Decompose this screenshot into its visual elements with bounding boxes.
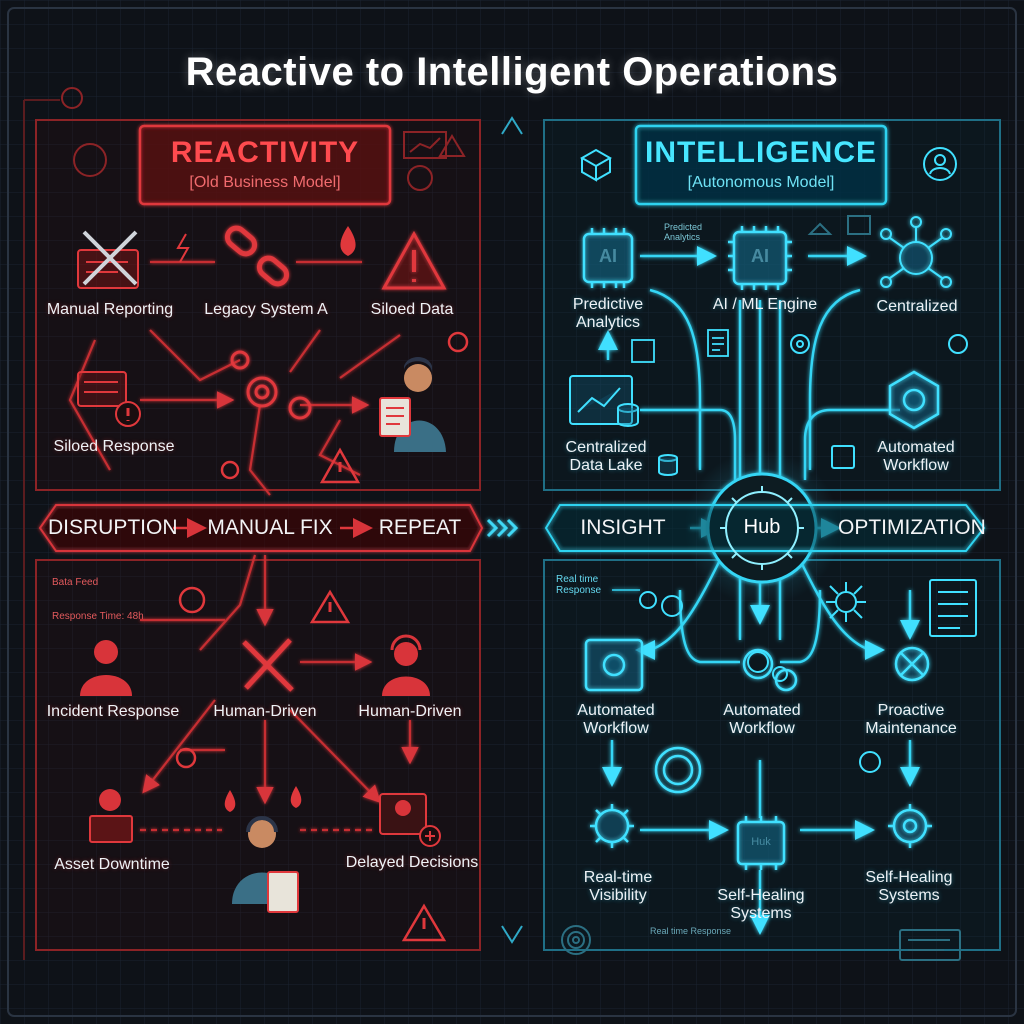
node-centralized: Centralized xyxy=(876,298,958,315)
predicted-analytics-note: Predicted Analytics xyxy=(664,222,703,243)
node-asset-downtime: Asset Downtime xyxy=(54,856,170,873)
flow-disruption: DISRUPTION xyxy=(48,516,178,539)
flow-manual-fix: MANUAL FIX xyxy=(207,516,333,539)
flow-repeat: REPEAT xyxy=(378,516,462,539)
node-human-driven-1: Human-Driven xyxy=(213,703,317,720)
node-automated-workflow-2: Automated Workflow xyxy=(723,702,801,737)
node-realtime-visibility: Real-time Visibility xyxy=(583,869,653,904)
node-ai-ml-engine: AI / ML Engine xyxy=(712,296,818,313)
node-delayed-decisions: Delayed Decisions xyxy=(345,854,479,871)
node-centralized-data-lake: Centralized Data Lake xyxy=(565,439,647,474)
node-incident-response: Incident Response xyxy=(46,703,180,720)
intelligence-header-box xyxy=(634,124,888,206)
intelligence-heading: INTELLIGENCE xyxy=(644,136,877,169)
node-automated-workflow-1: Automated Workflow xyxy=(577,702,655,737)
node-proactive-maintenance: Proactive Maintenance xyxy=(865,702,957,737)
intelligence-subheading: [Autonomous Model] xyxy=(687,174,835,191)
hub-center-label: Hub xyxy=(743,516,781,538)
node-siloed-response: Siloed Response xyxy=(53,438,175,455)
node-automated-workflow-top: Automated Workflow xyxy=(877,439,955,474)
node-siloed-data: Siloed Data xyxy=(370,301,454,318)
node-predictive-analytics: Predictive Analytics xyxy=(572,296,644,331)
reactivity-heading: REACTIVITY xyxy=(170,136,360,169)
left-connectors xyxy=(68,260,419,832)
node-manual-reporting: Manual Reporting xyxy=(46,301,174,318)
chip-hub-bottom-label: Huk xyxy=(751,836,771,848)
node-self-healing-1: Self-Healing Systems xyxy=(717,887,805,922)
response-time-note: Response Time: 48h xyxy=(52,611,144,622)
reactivity-subheading: [Old Business Model] xyxy=(189,174,341,191)
data-feed-note: Bata Feed xyxy=(52,577,99,588)
realtime-response-note: Real time Response xyxy=(556,574,602,597)
flow-insight: INSIGHT xyxy=(580,516,666,539)
right-panel-frames xyxy=(543,119,1001,951)
node-human-driven-2: Human-Driven xyxy=(358,703,462,720)
reactivity-header-box xyxy=(138,124,392,206)
chip-ai-center-label: AI xyxy=(751,246,769,266)
chip-ai-left-label: AI xyxy=(599,246,617,266)
realtime-response-footer: Real time Response xyxy=(650,926,732,936)
center-divider xyxy=(486,116,523,944)
flow-optimization: OPTIMIZATION xyxy=(838,516,986,539)
node-self-healing-2: Self-Healing Systems xyxy=(865,869,953,904)
node-legacy-system: Legacy System A xyxy=(204,301,328,318)
page-title: Reactive to Intelligent Operations xyxy=(185,50,839,94)
left-flow-bar xyxy=(38,504,484,552)
